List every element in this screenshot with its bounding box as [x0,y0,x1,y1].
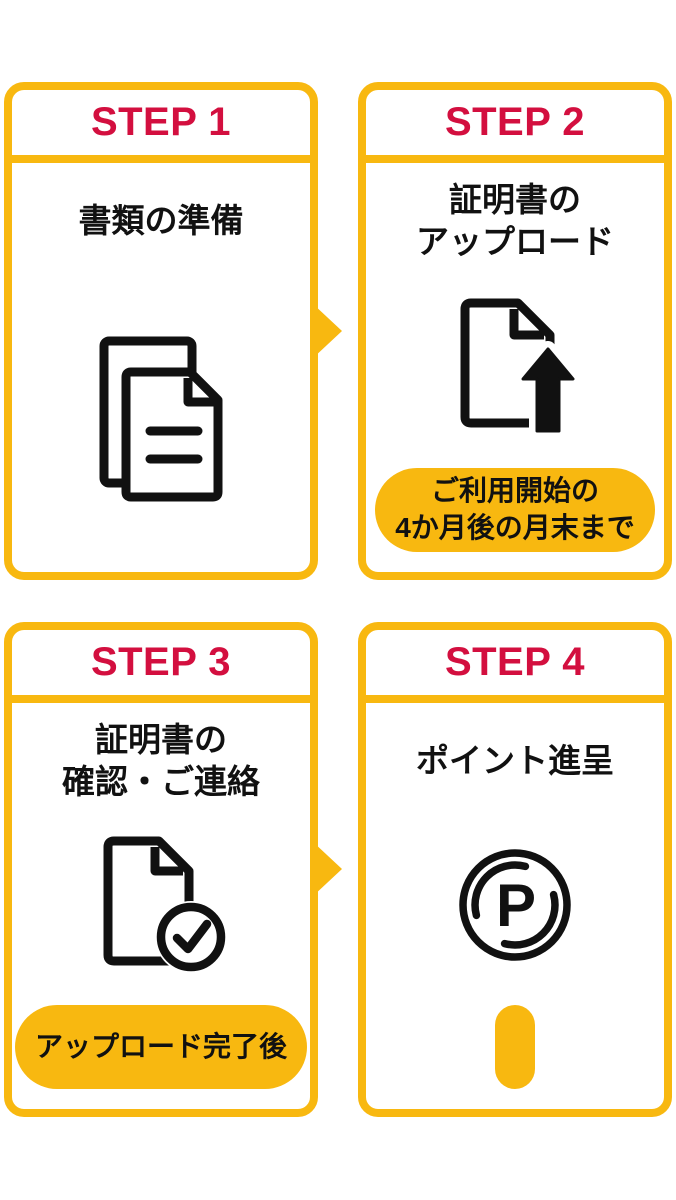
point-grant-badge [495,1005,535,1089]
title-line: 確認・ご連絡 [62,763,260,800]
step1-title: 書類の準備 [79,177,244,265]
step-label: STEP 1 [90,100,232,144]
step4-card: STEP 4 ポイント進呈 P [358,622,672,1117]
step3-title: 証明書の 確認・ご連絡 [62,717,260,805]
arrow-right-icon [312,303,342,359]
document-upload-icon [452,297,578,437]
step2-icon-wrap [452,265,578,468]
badge-line: ご利用開始の [430,475,599,507]
title-line: 証明書の [449,181,581,219]
step2-card: STEP 2 証明書の アップロード ご利用開始の 4か月後の [358,82,672,580]
step4-header: STEP 4 [366,630,664,703]
step1-header: STEP 1 [12,90,310,163]
step1-body: 書類の準備 [12,163,310,572]
after-upload-badge: アップロード完了後 [14,1005,307,1089]
step1-icon-wrap [95,265,227,572]
step-label: STEP 4 [444,640,586,684]
step-label: STEP 2 [444,100,586,144]
title-line: 書類の準備 [78,202,244,240]
step3-card: STEP 3 証明書の 確認・ご連絡 アップロード完 [4,622,318,1117]
step3-header: STEP 3 [12,630,310,703]
step4-body: ポイント進呈 P [366,703,664,1109]
document-check-icon [95,835,227,975]
step2-title: 証明書の アップロード [416,177,614,265]
badge-line: 4か月後の月末まで [395,512,635,543]
step2-header: STEP 2 [366,90,664,163]
documents-icon [95,334,227,504]
arrow-right-icon [312,841,342,897]
step4-icon-wrap: P [455,805,575,1005]
badge-line: アップロード完了後 [34,1030,287,1062]
point-circle-icon: P [455,845,575,965]
title-line: ポイント進呈 [416,742,614,780]
step1-card: STEP 1 書類の準備 [4,82,318,580]
title-line: アップロード [416,223,614,260]
step-label: STEP 3 [90,640,232,684]
point-letter: P [496,872,536,939]
title-line: 証明書の [95,721,227,759]
step4-title: ポイント進呈 [416,717,614,805]
step2-body: 証明書の アップロード ご利用開始の 4か月後の月末まで [366,163,664,572]
step3-icon-wrap [95,805,227,1005]
upload-deadline-badge: ご利用開始の 4か月後の月末まで [375,468,655,552]
step3-body: 証明書の 確認・ご連絡 アップロード完了後 [12,703,310,1109]
